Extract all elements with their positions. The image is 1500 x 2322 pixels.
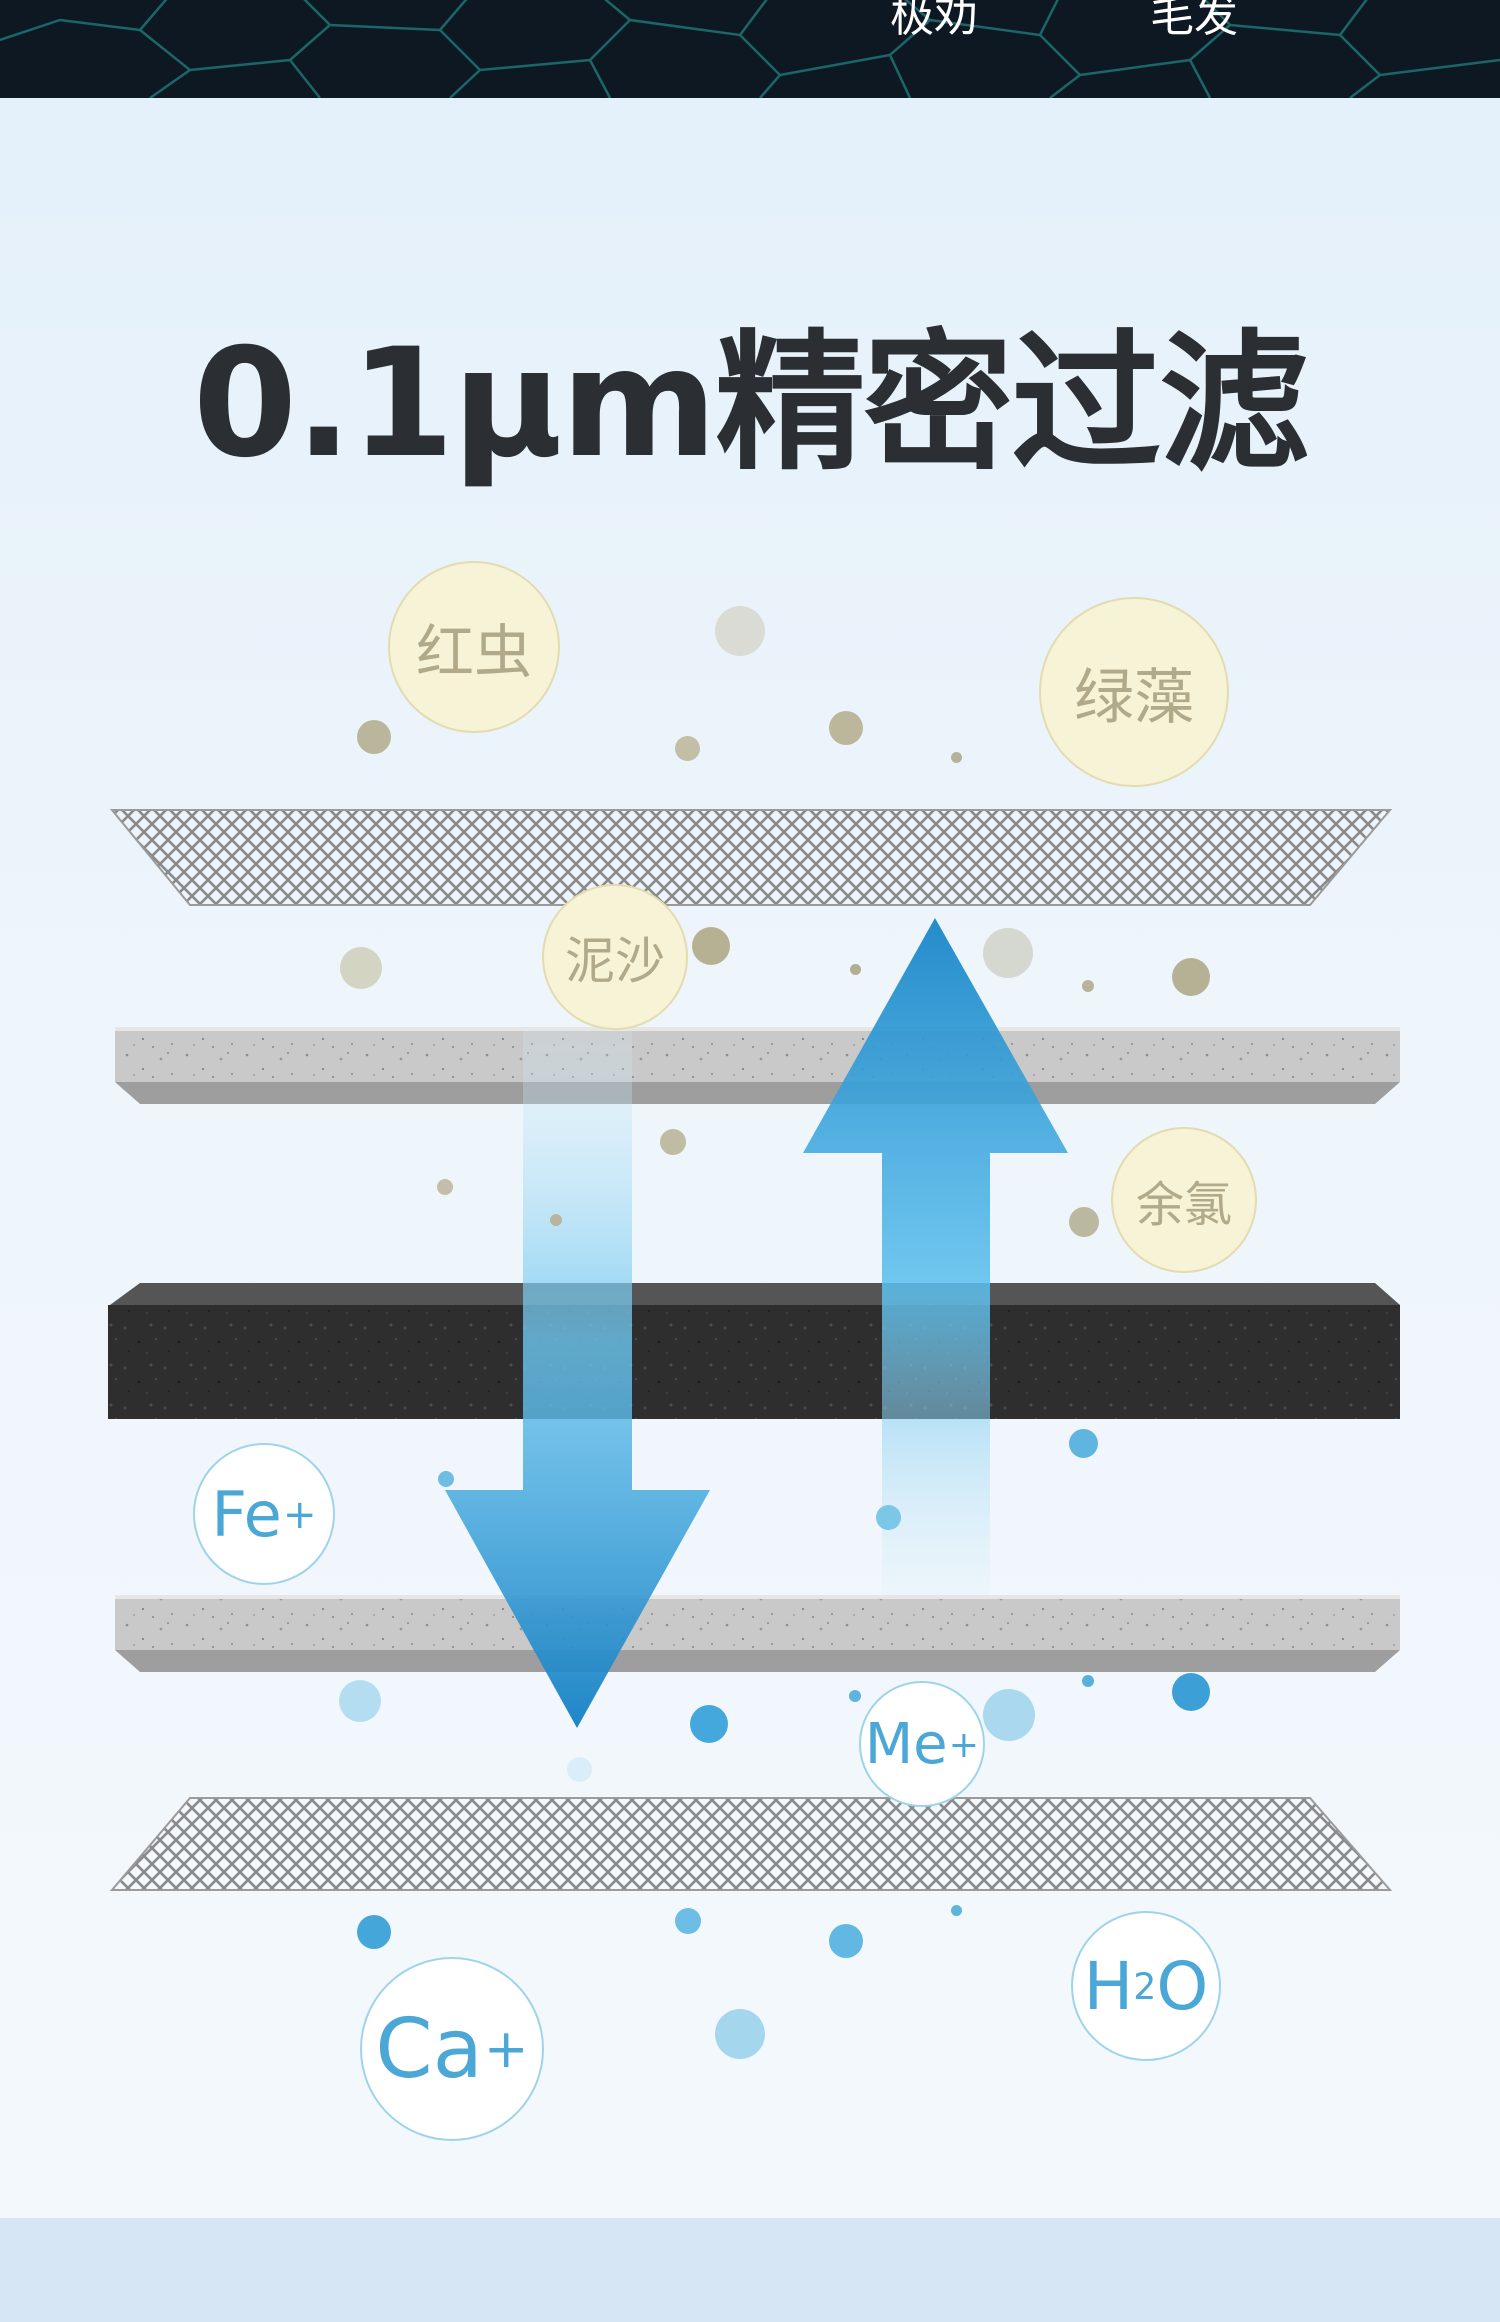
- water-dot: [339, 1680, 381, 1722]
- water-dot: [951, 1905, 962, 1916]
- ion-me-charge: +: [948, 1722, 980, 1766]
- ion-h2o-sub: 2: [1133, 1964, 1157, 2008]
- impurity-bubble-red-worm: 红虫: [388, 561, 560, 733]
- water-dot: [876, 1505, 901, 1530]
- water-dot: [1172, 1673, 1210, 1711]
- ion-bubble-me: Me+: [859, 1681, 985, 1807]
- impurity-bubble-residual-chlorine: 余氯: [1111, 1127, 1257, 1273]
- impurity-dot: [675, 736, 700, 761]
- impurity-dot: [437, 1179, 453, 1195]
- water-dot: [1069, 1429, 1098, 1458]
- top-label-1: 极劝: [890, 0, 978, 42]
- water-dot: [567, 1757, 592, 1782]
- arrow-up-icon: [803, 918, 1068, 1595]
- impurity-dot: [692, 927, 730, 965]
- water-dot: [357, 1915, 391, 1949]
- impurity-dot: [850, 964, 861, 975]
- impurity-dot: [357, 720, 391, 754]
- ion-bubble-fe: Fe+: [193, 1443, 335, 1585]
- ceramic-filter-icon: [115, 1027, 1400, 1104]
- impurity-dot: [983, 928, 1033, 978]
- arrow-down-icon: [445, 1030, 710, 1728]
- impurity-bubble-sediment: 泥沙: [542, 884, 688, 1030]
- ion-h2o-h: H: [1083, 1947, 1134, 2025]
- ion-ca-charge: +: [483, 2018, 529, 2080]
- carbon-filter-icon: [108, 1283, 1400, 1419]
- honeycomb-pattern: [0, 0, 1500, 98]
- mesh-filter-icon: [109, 809, 1393, 906]
- impurity-dot: [715, 606, 765, 656]
- bottom-band: [0, 2218, 1500, 2322]
- water-dot: [1082, 1675, 1094, 1687]
- impurity-dot: [1069, 1207, 1099, 1237]
- impurity-dot: [550, 1214, 562, 1226]
- ion-bubble-ca: Ca+: [360, 1957, 544, 2141]
- water-dot: [690, 1705, 728, 1743]
- ion-me-symbol: Me: [864, 1711, 948, 1777]
- impurity-dot: [951, 752, 962, 763]
- water-dot: [829, 1924, 863, 1958]
- ion-fe-charge: +: [282, 1490, 317, 1538]
- water-dot: [675, 1908, 701, 1934]
- water-dot: [983, 1689, 1035, 1741]
- impurity-bubble-green-algae: 绿藻: [1039, 597, 1229, 787]
- impurity-dot: [340, 947, 382, 989]
- ceramic-filter-icon: [115, 1595, 1400, 1672]
- mesh-filter-icon: [109, 1797, 1393, 1891]
- water-dot: [715, 2009, 765, 2059]
- top-label-2: 毛发: [1150, 0, 1238, 42]
- ion-fe-symbol: Fe: [211, 1477, 282, 1551]
- water-dot: [849, 1690, 861, 1702]
- impurity-dot: [1082, 980, 1094, 992]
- page-title: 0.1μm精密过滤: [192, 317, 1309, 491]
- impurity-dot: [660, 1129, 686, 1155]
- top-strip: 极劝 毛发: [0, 0, 1500, 98]
- ion-h2o-o: O: [1156, 1947, 1209, 2025]
- ion-ca-symbol: Ca: [375, 2001, 483, 2097]
- water-dot: [438, 1471, 454, 1487]
- impurity-dot: [829, 711, 863, 745]
- impurity-dot: [1172, 958, 1210, 996]
